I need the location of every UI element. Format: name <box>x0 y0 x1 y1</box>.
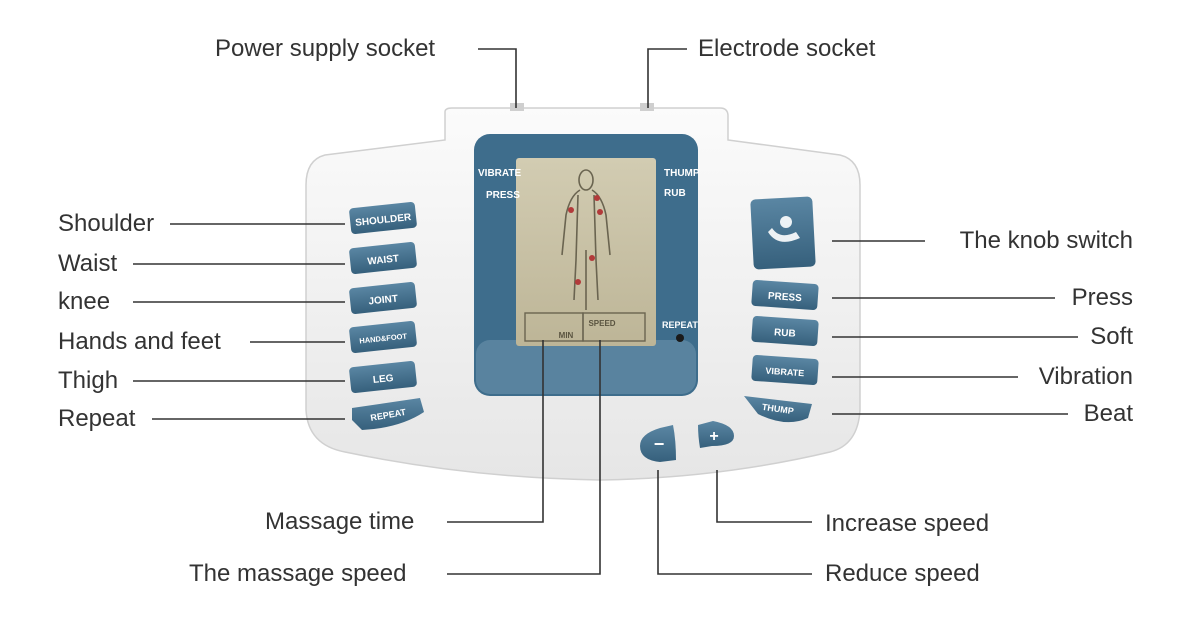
screen-thump: THUMP <box>664 168 700 179</box>
press-button-shape <box>751 279 819 311</box>
btn-rub-text: RUB <box>774 327 796 339</box>
knob-switch-glyph <box>768 228 800 242</box>
label-press: Press <box>1071 284 1133 311</box>
btn-press-text: PRESS <box>768 291 803 304</box>
screen-vibrate: VIBRATE <box>478 168 521 179</box>
label-knob-switch: The knob switch <box>959 227 1133 254</box>
leader-lines <box>133 48 1078 575</box>
screen-repeat: REPEAT <box>662 320 698 330</box>
thump-button-shape <box>744 396 812 423</box>
handfoot-button-shape <box>349 321 417 353</box>
label-soft: Soft <box>1090 323 1133 350</box>
label-thigh: Thigh <box>58 367 119 394</box>
label-massage-speed: The massage speed <box>189 560 407 587</box>
power-socket-port <box>510 103 524 111</box>
button-legends: SHOULDER WAIST JOINT HAND&FOOT LEG REPEA… <box>355 212 805 454</box>
label-knee: knee <box>58 288 111 315</box>
screen-frame <box>474 134 698 396</box>
lcd-min: MIN <box>559 331 574 340</box>
left-button-column <box>349 202 424 430</box>
label-reduce-speed: Reduce speed <box>825 560 980 587</box>
shoulder-button-shape <box>349 202 417 234</box>
leg-button-shape <box>349 361 417 393</box>
screen-press: PRESS <box>486 190 520 201</box>
label-electrode-socket: Electrode socket <box>698 35 876 62</box>
label-hands-and-feet: Hands and feet <box>58 328 221 355</box>
label-increase-speed: Increase speed <box>825 510 990 537</box>
screen-legends: VIBRATE PRESS THUMP RUB REPEAT MIN SPEED <box>478 168 700 340</box>
btn-thump-text: THUMP <box>761 402 794 416</box>
repeat-button-shape <box>352 398 424 430</box>
lcd-speed: SPEED <box>588 319 615 328</box>
right-button-column <box>744 196 819 423</box>
joint-button-shape <box>349 282 417 314</box>
btn-vibrate-text: VIBRATE <box>765 366 804 379</box>
screen-rub: RUB <box>664 188 686 199</box>
waist-button-shape <box>349 242 417 274</box>
btn-minus-text: − <box>654 434 665 454</box>
label-vibration: Vibration <box>1038 363 1133 390</box>
btn-leg-text: LEG <box>372 373 394 386</box>
label-beat: Beat <box>1083 400 1133 427</box>
body-silhouette <box>561 169 611 310</box>
speed-buttons <box>640 421 734 462</box>
label-waist: Waist <box>58 250 118 277</box>
btn-joint-text: JOINT <box>368 293 398 307</box>
rub-button-shape <box>751 315 819 347</box>
electrode-socket-port <box>640 103 654 111</box>
vibrate-button-shape <box>751 354 819 386</box>
label-repeat: Repeat <box>58 405 136 432</box>
label-massage-time: Massage time <box>265 508 415 535</box>
btn-plus-text: + <box>709 428 718 445</box>
btn-waist-text: WAIST <box>367 253 400 267</box>
label-shoulder: Shoulder <box>58 210 155 237</box>
label-power-supply-socket: Power supply socket <box>215 35 436 62</box>
knob-switch-shape <box>750 196 816 270</box>
